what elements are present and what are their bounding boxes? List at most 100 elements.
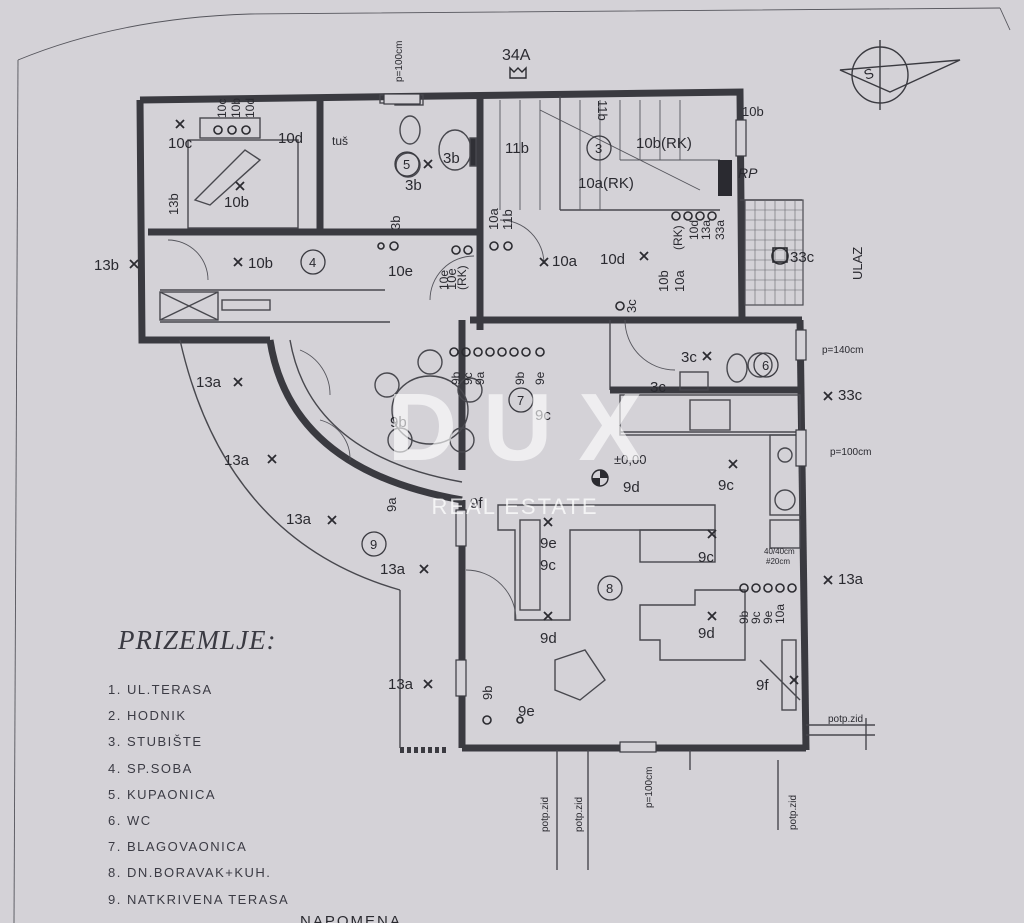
room-number: 7 (517, 393, 524, 408)
circuit-label: 9c (698, 549, 714, 566)
room-number-circles (300, 135, 779, 601)
window-note: p=100cm (830, 447, 871, 458)
support-wall-note: potp.zid (788, 795, 799, 830)
cluster-label: 10a (773, 604, 787, 624)
cluster-label: 9a (473, 371, 487, 385)
circuit-label: 3b (388, 216, 403, 230)
circuit-label: 10e (388, 263, 413, 280)
circuit-label: 10a (486, 208, 501, 230)
room-number: 6 (762, 358, 769, 373)
circuit-label: 33c (790, 249, 815, 266)
entrance-label: ULAZ (850, 247, 865, 280)
legend-item: 6. WC (108, 812, 152, 828)
interior-walls (148, 96, 800, 470)
circuit-label: 10b (248, 255, 273, 272)
window-note: p=140cm (822, 345, 863, 356)
room-number: 9 (370, 537, 377, 552)
circuit-label: 13a (224, 452, 250, 469)
kitchen-counter (619, 394, 801, 549)
circuit-label: 10b (656, 270, 671, 292)
cluster-labels: 10c 10b 10d 9b 9c 9a 9b 9e 9b 9c 9e 10a … (215, 98, 787, 624)
curved-wall (179, 339, 463, 748)
legend-item: 4. SP.SOBA (108, 760, 193, 776)
cluster-label: 9e (533, 371, 547, 385)
cluster-label: 10e (437, 270, 451, 290)
windows (383, 93, 807, 753)
cut-off-heading: NAPOMENA (300, 913, 402, 923)
circuit-label: 10d (278, 130, 303, 147)
circuit-label: 9d (698, 625, 715, 642)
cluster-label: (RK) (671, 225, 685, 250)
circuit-label: 9e (540, 535, 557, 552)
circuit-label: 11b (595, 100, 610, 121)
legend-item: 3. STUBIŠTE (108, 734, 203, 750)
legend-item: 5. KUPAONICA (108, 786, 217, 802)
cluster-label: 9c (749, 611, 763, 624)
cluster-label: 10c (215, 99, 229, 118)
compass-icon (839, 40, 961, 110)
circuit-label: 10d (600, 251, 625, 268)
cluster-label: 9b (513, 371, 527, 385)
cluster-label: 9b (737, 610, 751, 624)
electrical-markers (129, 119, 833, 689)
circuit-label: 13a (380, 561, 406, 578)
circuit-label: 9a (384, 497, 399, 512)
support-wall-note: potp.zid (540, 797, 551, 832)
circuit-label: 3c (681, 349, 697, 366)
legend-item: 9. NATKRIVENA TERASA (108, 891, 290, 907)
circuit-label: 9f (756, 677, 769, 694)
wc-fixtures (679, 352, 773, 391)
circuit-label: 13b (166, 193, 181, 215)
wardrobe (159, 291, 271, 321)
legend: PRIZEMLJE: 1. UL.TERASA 2. HODNIK 3. STU… (108, 625, 408, 918)
circuit-label: 9d (540, 630, 557, 647)
room-number: 3 (595, 141, 602, 156)
circuit-label: 11b (500, 209, 515, 230)
sheet-border-top (17, 7, 1001, 61)
circuit-label: 9e (518, 703, 535, 720)
circuit-label: 9b (480, 686, 495, 700)
circuit-label: 13a (286, 511, 312, 528)
cluster-label: 13a (699, 220, 713, 240)
circuit-label: 9c (535, 407, 551, 424)
antenna-icon (509, 66, 527, 79)
living-room-furniture (497, 504, 746, 701)
room-number: 5 (403, 157, 410, 172)
circuit-label: 13a (388, 676, 414, 693)
switch-symbols (213, 125, 797, 725)
window-note: p=100cm (644, 767, 655, 808)
cluster-label: 9e (761, 610, 775, 624)
circuit-label: 9c (540, 557, 556, 574)
circuit-label: 13a (838, 571, 864, 588)
circuit-label: 10a (672, 270, 687, 292)
switchboard-box (718, 160, 732, 196)
circuit-label: 9d (623, 479, 640, 496)
circuit-label: 10e (444, 268, 459, 290)
circuit-label: 13b (94, 257, 119, 274)
circuit-label: 3c (624, 299, 639, 313)
header-code: 34A (502, 47, 531, 64)
cluster-label: 9c (461, 372, 475, 385)
cluster-label: 10d (687, 220, 701, 240)
circuit-label: 9c (718, 477, 734, 494)
floor-level: ±0,00 (614, 452, 646, 467)
doors (167, 219, 676, 621)
tv-unit (759, 639, 801, 711)
switchboard-label: RP (738, 165, 758, 181)
circuit-label: 11b (505, 140, 529, 157)
legend-item: 7. BLAGOVAONICA (108, 839, 248, 855)
circuit-label: 10c (168, 135, 193, 152)
circuit-label: 10a(RK) (578, 175, 634, 192)
cluster-label: 10b (229, 98, 243, 118)
circuit-label: 10b(RK) (636, 135, 692, 152)
circuit-label: 33c (838, 387, 863, 404)
window-note: #20cm (766, 557, 790, 566)
circuit-label: 3b (443, 150, 460, 167)
window-note: p=100cm (394, 41, 405, 82)
cluster-label: 9b (449, 371, 463, 385)
room-number: 4 (309, 255, 316, 270)
window-note: 40/40cm (764, 547, 795, 556)
level-marker-icon (591, 469, 609, 487)
